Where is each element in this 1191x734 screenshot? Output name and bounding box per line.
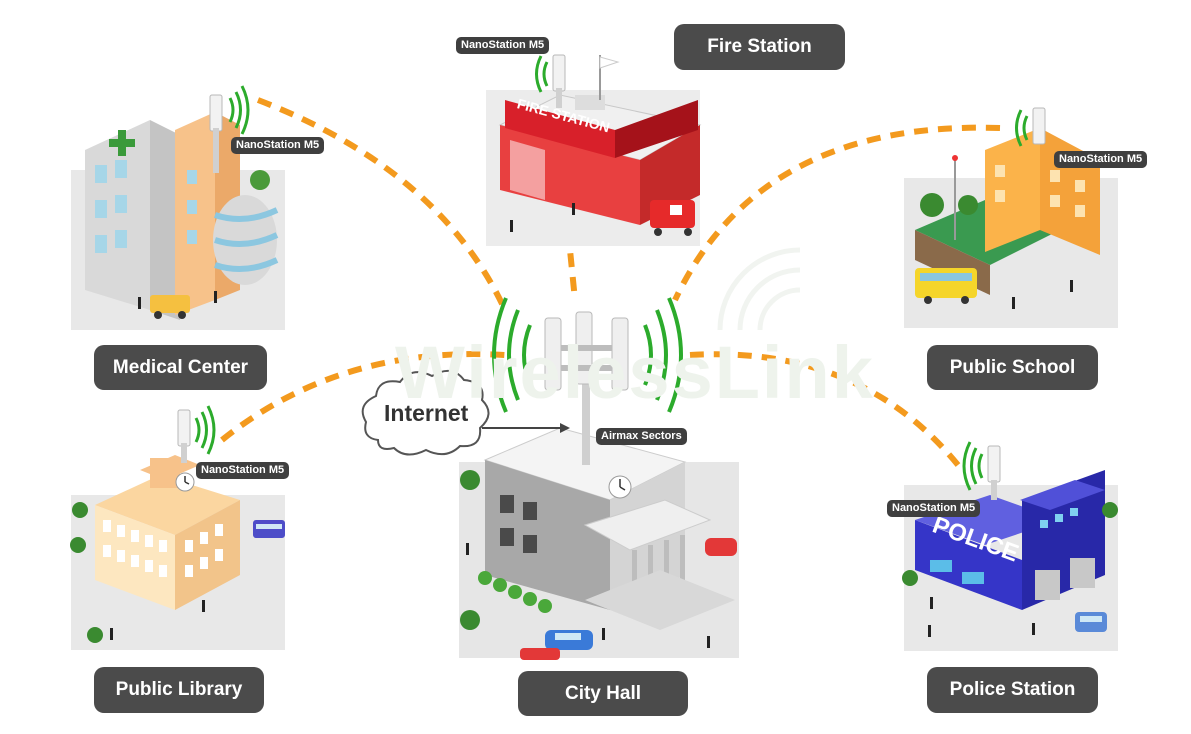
public-school-label: Public School	[927, 345, 1098, 390]
tree-icon	[902, 502, 1118, 586]
watermark-text: WirelessLink	[395, 331, 875, 414]
antenna-icon	[552, 54, 566, 108]
police-station-label: Police Station	[927, 667, 1098, 713]
car-icon	[520, 538, 737, 660]
wireless-links	[220, 97, 1001, 467]
bus-icon	[253, 520, 285, 538]
link-library	[220, 351, 506, 443]
nanostation-tag-school: NanoStation M5	[1054, 151, 1148, 168]
antenna-icon	[1032, 107, 1046, 145]
nanostation-tag-medical: NanoStation M5	[231, 137, 325, 154]
public-library-building	[70, 405, 285, 650]
antenna-icon	[177, 409, 191, 463]
tree-icon	[70, 502, 103, 643]
bus-icon	[915, 268, 977, 304]
nanostation-tag-library: NanoStation M5	[196, 462, 290, 479]
medical-cross-icon	[109, 130, 135, 156]
signal-wave-icon	[228, 85, 250, 135]
tree-icon	[460, 470, 552, 630]
nanostation-tag-fire: NanoStation M5	[456, 37, 550, 54]
tree-icon	[250, 170, 270, 190]
signal-wave-icon	[194, 405, 216, 455]
car-icon	[1075, 612, 1107, 632]
signal-wave-icon	[1015, 109, 1029, 147]
link-medical	[256, 97, 508, 312]
antenna-icon	[987, 445, 1001, 500]
car-icon	[150, 295, 190, 319]
fire-truck-icon	[650, 200, 695, 236]
link-police	[689, 351, 961, 467]
watermark-signal-icon	[717, 247, 801, 331]
arrow-icon	[482, 423, 570, 433]
fire-station-building: FIRE STATION	[486, 54, 702, 246]
public-school-building	[904, 107, 1118, 328]
antenna-icon	[209, 94, 223, 173]
signal-wave-icon	[962, 441, 984, 491]
link-school	[672, 124, 1001, 302]
city-hall-building	[459, 297, 739, 660]
nanostation-tag-police: NanoStation M5	[887, 500, 981, 517]
clock-icon	[608, 475, 632, 499]
person-icon	[110, 203, 1073, 648]
medical-center-building	[71, 85, 285, 330]
fire-station-label: Fire Station	[674, 24, 845, 70]
signal-wave-icon	[535, 55, 549, 93]
internet-label: Internet	[384, 400, 469, 426]
airmax-sectors-tag: Airmax Sectors	[596, 428, 687, 445]
signal-wave-icon	[492, 297, 683, 413]
antenna-icon	[544, 311, 629, 391]
police-station-building: POLICE	[902, 441, 1118, 651]
city-hall-label: City Hall	[518, 671, 688, 716]
cloud-icon	[361, 369, 490, 456]
medical-center-label: Medical Center	[94, 345, 267, 390]
clock-icon	[175, 472, 195, 492]
tree-icon	[920, 193, 978, 217]
public-library-label: Public Library	[94, 667, 264, 713]
